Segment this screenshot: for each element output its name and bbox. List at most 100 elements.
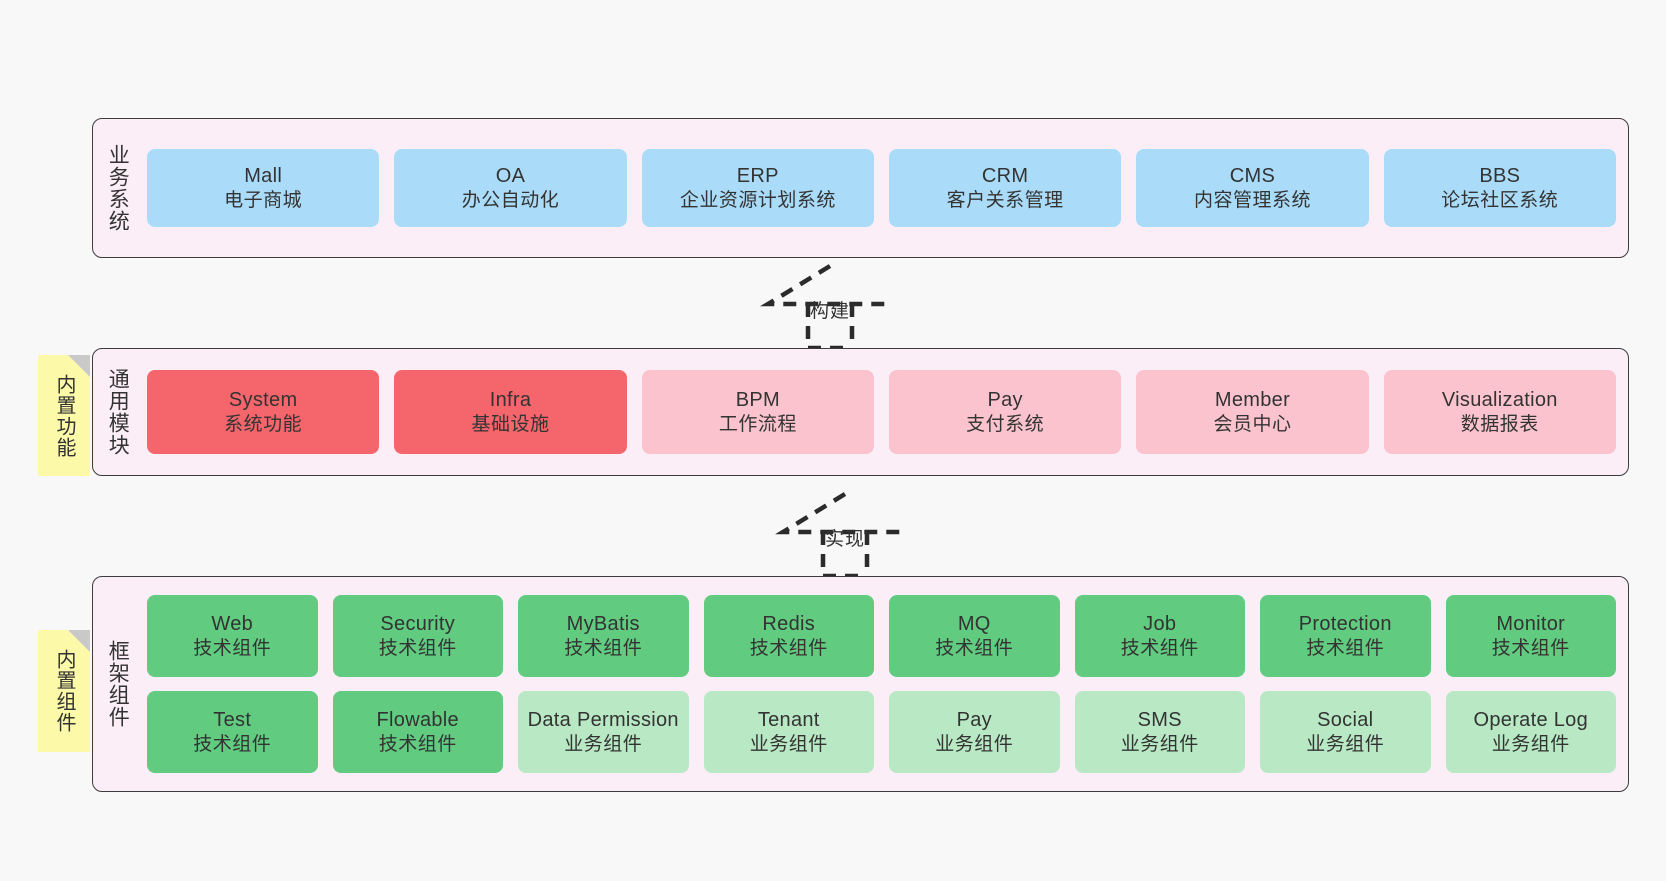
- card-security[interactable]: Security 技术组件: [332, 595, 503, 677]
- card-data-permission-title: Data Permission: [527, 709, 679, 732]
- layer-common-modules-label: 通用模块: [106, 368, 130, 456]
- card-sms-subtitle: 业务组件: [1120, 733, 1199, 755]
- card-erp-title: ERP: [736, 165, 779, 188]
- card-test-title: Test: [213, 709, 252, 732]
- card-monitor-title: Monitor: [1496, 613, 1566, 636]
- sticky-tag-builtin-components: 内置组件: [38, 630, 90, 752]
- connector-build-label: 构建: [809, 301, 851, 322]
- connector-implement: 实现: [775, 490, 915, 579]
- card-infra[interactable]: Infra 基础设施: [394, 370, 627, 454]
- card-sms[interactable]: SMS 业务组件: [1074, 691, 1245, 773]
- layer-framework-components: 框架组件 Web 技术组件 Security 技术组件 MyBatis 技术组件…: [92, 576, 1629, 792]
- card-data-permission-subtitle: 业务组件: [564, 733, 643, 755]
- card-mq-title: MQ: [957, 613, 991, 636]
- card-infra-title: Infra: [489, 389, 532, 412]
- card-social[interactable]: Social 业务组件: [1260, 691, 1431, 773]
- card-pay-component-title: Pay: [956, 709, 992, 732]
- card-cms[interactable]: CMS 内容管理系统: [1136, 149, 1369, 227]
- card-system[interactable]: System 系统功能: [147, 370, 380, 454]
- card-bpm-subtitle: 工作流程: [718, 413, 797, 435]
- card-mybatis[interactable]: MyBatis 技术组件: [518, 595, 689, 677]
- card-job[interactable]: Job 技术组件: [1074, 595, 1245, 677]
- card-security-subtitle: 技术组件: [378, 637, 457, 659]
- card-protection-title: Protection: [1298, 613, 1392, 636]
- card-test-subtitle: 技术组件: [193, 733, 272, 755]
- folded-corner-icon: [68, 355, 90, 377]
- card-system-title: System: [228, 389, 298, 412]
- card-pay-module[interactable]: Pay 支付系统: [888, 370, 1122, 454]
- card-mall[interactable]: Mall 电子商城: [147, 149, 380, 227]
- layer-business-systems-label: 业务系统: [106, 144, 130, 232]
- card-security-title: Security: [380, 613, 456, 636]
- card-mybatis-title: MyBatis: [566, 613, 640, 636]
- card-oa-subtitle: 办公自动化: [461, 189, 560, 211]
- card-member-title: Member: [1214, 389, 1291, 412]
- card-oa-title: OA: [495, 165, 526, 188]
- card-bpm-title: BPM: [735, 389, 780, 412]
- connector-build: 构建: [760, 262, 900, 351]
- card-operate-log-subtitle: 业务组件: [1491, 733, 1570, 755]
- card-job-title: Job: [1143, 613, 1177, 636]
- card-pay-component-subtitle: 业务组件: [935, 733, 1014, 755]
- card-erp[interactable]: ERP 企业资源计划系统: [641, 149, 874, 227]
- card-member[interactable]: Member 会员中心: [1136, 370, 1369, 454]
- card-social-title: Social: [1317, 709, 1374, 732]
- card-visualization-subtitle: 数据报表: [1460, 413, 1539, 435]
- card-tenant[interactable]: Tenant 业务组件: [703, 691, 874, 773]
- card-web-title: Web: [211, 613, 254, 636]
- card-bbs-title: BBS: [1479, 165, 1521, 188]
- card-mall-title: Mall: [244, 165, 283, 188]
- card-tenant-subtitle: 业务组件: [749, 733, 828, 755]
- card-operate-log-title: Operate Log: [1473, 709, 1588, 732]
- card-pay-module-subtitle: 支付系统: [966, 413, 1045, 435]
- folded-corner-icon: [68, 630, 90, 652]
- card-crm-title: CRM: [981, 165, 1029, 188]
- card-redis-subtitle: 技术组件: [749, 637, 828, 659]
- card-system-subtitle: 系统功能: [224, 413, 303, 435]
- card-visualization[interactable]: Visualization 数据报表: [1383, 370, 1616, 454]
- card-mall-subtitle: 电子商城: [224, 189, 303, 211]
- card-bbs-subtitle: 论坛社区系统: [1441, 189, 1559, 211]
- card-monitor-subtitle: 技术组件: [1491, 637, 1570, 659]
- card-mq-subtitle: 技术组件: [935, 637, 1014, 659]
- card-web[interactable]: Web 技术组件: [147, 595, 318, 677]
- card-bpm[interactable]: BPM 工作流程: [641, 370, 874, 454]
- card-social-subtitle: 业务组件: [1306, 733, 1385, 755]
- layer-business-systems: 业务系统 Mall 电子商城 OA 办公自动化 ERP 企业资源计划系统 CRM…: [92, 118, 1629, 258]
- card-sms-title: SMS: [1137, 709, 1182, 732]
- card-data-permission[interactable]: Data Permission 业务组件: [518, 691, 689, 773]
- card-redis[interactable]: Redis 技术组件: [703, 595, 874, 677]
- card-monitor[interactable]: Monitor 技术组件: [1445, 595, 1616, 677]
- layer-business-systems-body: Mall 电子商城 OA 办公自动化 ERP 企业资源计划系统 CRM 客户关系…: [141, 119, 1628, 257]
- card-mybatis-subtitle: 技术组件: [564, 637, 643, 659]
- card-crm-subtitle: 客户关系管理: [946, 189, 1064, 211]
- layer-common-modules: 通用模块 System 系统功能 Infra 基础设施 BPM 工作流程 Pay…: [92, 348, 1629, 476]
- card-job-subtitle: 技术组件: [1120, 637, 1199, 659]
- card-operate-log[interactable]: Operate Log 业务组件: [1445, 691, 1616, 773]
- sticky-tag-builtin-components-label: 内置组件: [53, 649, 75, 733]
- common-modules-row: System 系统功能 Infra 基础设施 BPM 工作流程 Pay 支付系统…: [147, 370, 1616, 454]
- card-oa[interactable]: OA 办公自动化: [394, 149, 627, 227]
- card-test[interactable]: Test 技术组件: [147, 691, 318, 773]
- card-web-subtitle: 技术组件: [193, 637, 272, 659]
- card-crm[interactable]: CRM 客户关系管理: [888, 149, 1122, 227]
- card-cms-subtitle: 内容管理系统: [1193, 189, 1311, 211]
- card-pay-component[interactable]: Pay 业务组件: [889, 691, 1060, 773]
- card-erp-subtitle: 企业资源计划系统: [679, 189, 836, 211]
- card-pay-module-title: Pay: [987, 389, 1023, 412]
- card-bbs[interactable]: BBS 论坛社区系统: [1383, 149, 1616, 227]
- connector-implement-label: 实现: [824, 529, 866, 550]
- card-tenant-title: Tenant: [757, 709, 820, 732]
- card-protection[interactable]: Protection 技术组件: [1260, 595, 1431, 677]
- layer-framework-components-label: 框架组件: [106, 640, 130, 728]
- card-flowable[interactable]: Flowable 技术组件: [332, 691, 503, 773]
- card-infra-subtitle: 基础设施: [471, 413, 550, 435]
- card-redis-title: Redis: [762, 613, 816, 636]
- card-visualization-title: Visualization: [1441, 389, 1558, 412]
- card-flowable-subtitle: 技术组件: [378, 733, 457, 755]
- card-protection-subtitle: 技术组件: [1306, 637, 1385, 659]
- card-cms-title: CMS: [1229, 165, 1276, 188]
- card-flowable-title: Flowable: [376, 709, 459, 732]
- card-mq[interactable]: MQ 技术组件: [889, 595, 1060, 677]
